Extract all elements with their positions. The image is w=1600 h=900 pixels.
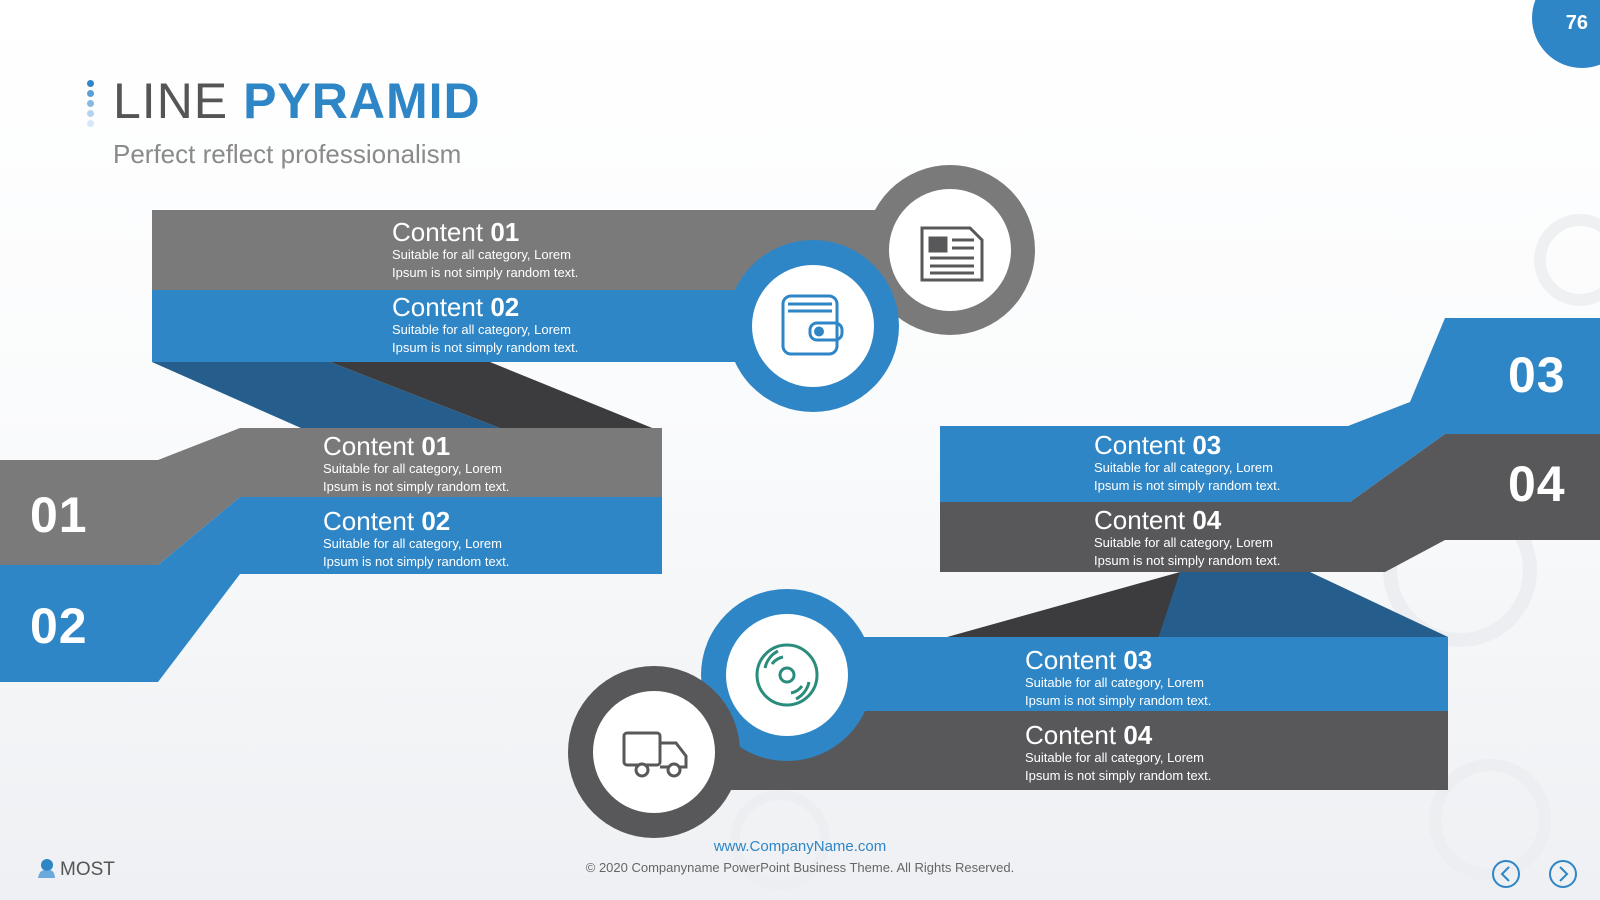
content-number: 02 [421,506,451,536]
step-number-03: 03 [1508,347,1566,403]
content-line: Suitable for all category, Lorem [1025,675,1204,690]
lower-band-blue [840,637,1448,711]
content-label: Content [1025,645,1117,675]
content-line: Suitable for all category, Lorem [1094,535,1273,550]
logo-text: MOST [60,859,115,880]
content-line: Ipsum is not simply random text. [392,265,579,280]
footer-url[interactable]: www.CompanyName.com [713,838,887,855]
page-number-badge [1532,0,1600,68]
content-number: 03 [1192,430,1222,460]
content-line: Ipsum is not simply random text. [323,479,510,494]
content-line: Suitable for all category, Lorem [323,461,502,476]
content-line: Suitable for all category, Lorem [392,247,571,262]
bg-circle [730,790,830,890]
title-bold: PYRAMID [243,73,481,129]
disc-icon [755,643,819,707]
lower-content-04: Content 04 Suitable for all category, Lo… [1025,721,1211,785]
wallet-icon [781,294,844,356]
content-label: Content [1094,430,1186,460]
content-line: Suitable for all category, Lorem [1025,750,1204,765]
content-number: 02 [490,292,520,322]
content-line: Ipsum is not simply random text. [1094,478,1281,493]
logo-icon [38,859,55,878]
left-band-gray [0,428,662,565]
right-content-04: Content 04 Suitable for all category, Lo… [1094,506,1280,570]
content-number: 01 [421,431,451,461]
content-line: Ipsum is not simply random text. [1094,553,1281,568]
fold-shadow-dark [330,362,662,432]
lower-ring-blue-inner [726,614,848,736]
truck-icon [622,731,688,778]
content-label: Content [323,506,415,536]
title-light: LINE [113,73,229,129]
prev-slide-icon[interactable] [1492,860,1520,888]
step-number-04: 04 [1508,456,1566,512]
page-number: 76 [1565,12,1588,34]
left-band-blue [0,497,662,682]
content-line: Ipsum is not simply random text. [1025,693,1212,708]
page-subtitle: Perfect reflect professionalism [113,139,462,169]
content-number: 04 [1123,720,1153,750]
lower-content-03: Content 03 Suitable for all category, Lo… [1025,646,1211,710]
content-label: Content [323,431,415,461]
content-number: 04 [1192,505,1222,535]
content-line: Suitable for all category, Lorem [392,322,571,337]
newspaper-icon [920,226,984,282]
upper-content-02: Content 02 Suitable for all category, Lo… [392,293,578,357]
content-line: Suitable for all category, Lorem [323,536,502,551]
bg-circle [1429,759,1551,881]
content-label: Content [1094,505,1186,535]
step-number-01: 01 [30,487,88,543]
fold-shadow-blue [1158,572,1448,639]
upper-ring-gray-inner [889,189,1011,311]
right-band-blue [940,318,1600,502]
bg-circle [1534,214,1600,306]
upper-band-blue [152,290,752,362]
content-line: Ipsum is not simply random text. [1025,768,1212,783]
content-number: 03 [1123,645,1153,675]
content-line: Suitable for all category, Lorem [1094,460,1273,475]
next-slide-icon[interactable] [1549,860,1577,888]
title-dots-icon [87,80,95,130]
content-label: Content [1025,720,1117,750]
right-content-03: Content 03 Suitable for all category, Lo… [1094,431,1280,495]
content-label: Content [392,217,484,247]
left-content-01: Content 01 Suitable for all category, Lo… [323,432,509,496]
right-band-dark [940,434,1600,572]
company-logo: MOST [36,858,115,881]
step-number-02: 02 [30,598,88,654]
content-line: Ipsum is not simply random text. [392,340,579,355]
upper-content-01: Content 01 Suitable for all category, Lo… [392,218,578,282]
fold-shadow-blue [152,362,510,432]
page-title: LINE PYRAMID [113,72,481,130]
content-label: Content [392,292,484,322]
footer-copyright: © 2020 Companyname PowerPoint Business T… [585,860,1015,875]
lower-ring-dark-inner [593,691,715,813]
content-number: 01 [490,217,520,247]
content-line: Ipsum is not simply random text. [323,554,510,569]
left-content-02: Content 02 Suitable for all category, Lo… [323,507,509,571]
